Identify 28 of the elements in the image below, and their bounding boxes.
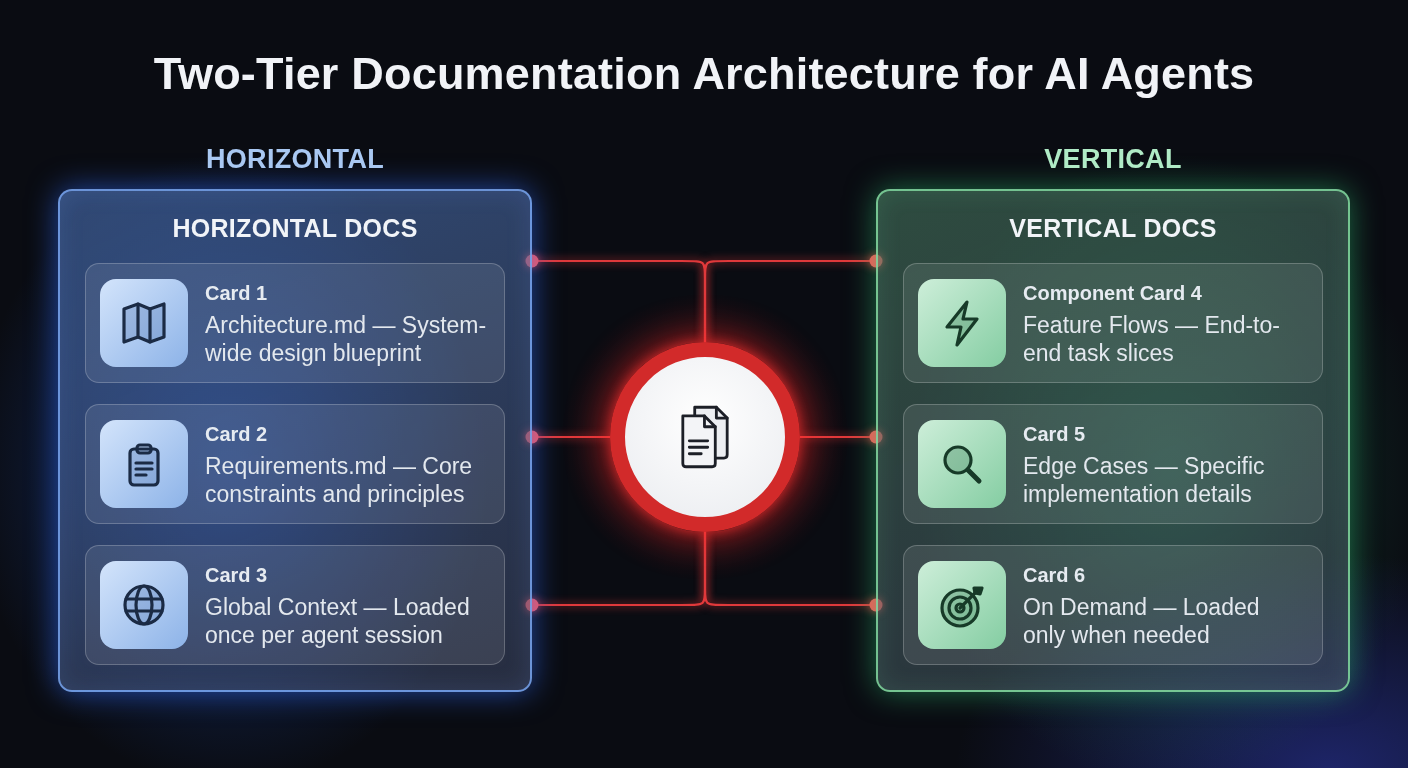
card-title: Card 3 (205, 563, 268, 587)
connector (703, 532, 883, 612)
hub-circle (610, 342, 800, 532)
card-title: Component Card 4 (1023, 281, 1202, 305)
card-title: Card 1 (205, 281, 268, 305)
card-description: Feature Flows — End-to-end task slices (1023, 311, 1281, 367)
panel-title: VERTICAL DOCS (1008, 213, 1218, 244)
card-description: Architecture.md — System-wide design blueprint (205, 311, 488, 367)
card-description: Requirements.md — Core constraints and principles (205, 452, 474, 508)
card (85, 545, 505, 665)
card-description: Edge Cases — Specific implementation details (1023, 452, 1266, 508)
card-title: Card 5 (1023, 422, 1086, 446)
connector (525, 430, 610, 444)
panel-heading: VERTICAL (1043, 143, 1183, 176)
card (903, 263, 1323, 383)
card (85, 404, 505, 524)
card-description: Global Context — Loaded once per agent session (205, 593, 471, 649)
card-description: On Demand — Loaded only when needed (1023, 593, 1261, 649)
card (903, 404, 1323, 524)
diagram-title: Two-Tier Documentation Architecture for AI Agents (152, 47, 1256, 101)
panel-title: HORIZONTAL DOCS (171, 213, 419, 244)
card (903, 545, 1323, 665)
card (85, 263, 505, 383)
card-title: Card 2 (205, 422, 268, 446)
connector (800, 430, 883, 444)
connector (703, 254, 883, 342)
card-title: Card 6 (1023, 563, 1086, 587)
panel-heading: HORIZONTAL (205, 143, 385, 176)
